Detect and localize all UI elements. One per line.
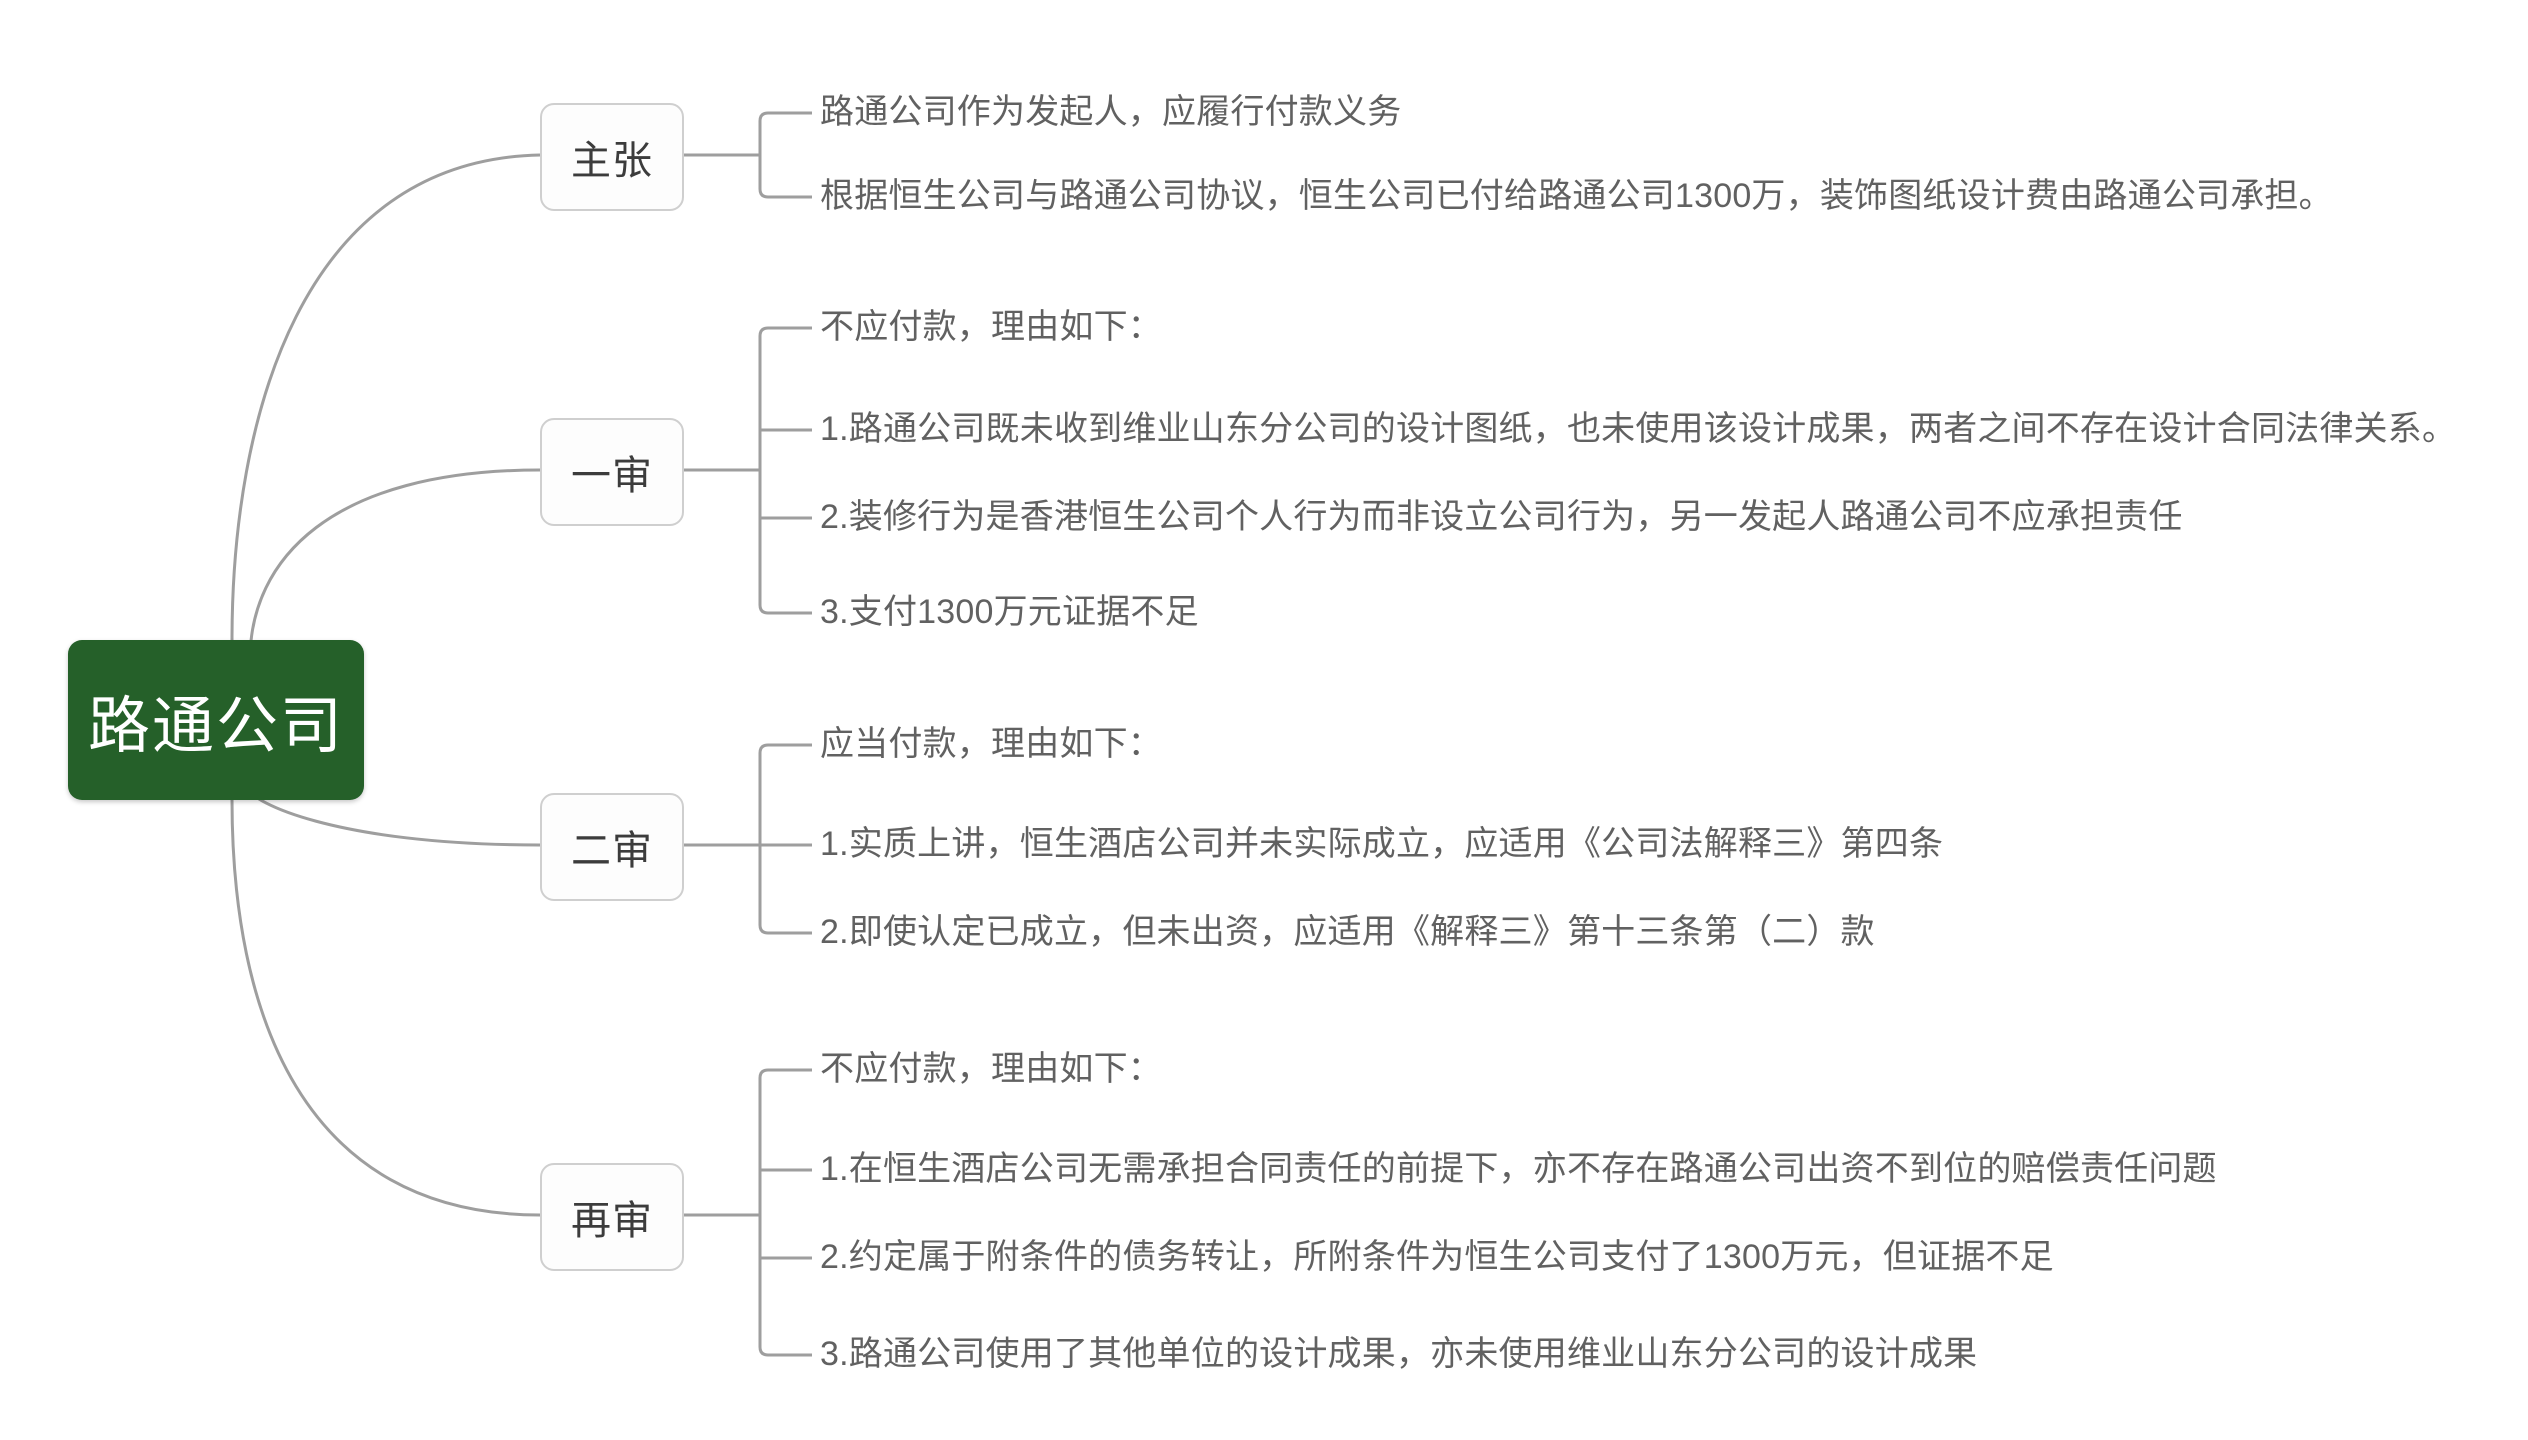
leaf-node-ershen-3[interactable]: 2.即使认定已成立，但未出资，应适用《解释三》第十三条第（二）款 (820, 913, 1875, 951)
leaf-node-zaishen-2[interactable]: 1.在恒生酒店公司无需承担合同责任的前提下，亦不存在路通公司出资不到位的赔偿责任… (820, 1150, 2217, 1188)
leaf-node-zaishen-1[interactable]: 不应付款，理由如下： (820, 1050, 1162, 1088)
leaf-node-yishen-2[interactable]: 1.路通公司既未收到维业山东分公司的设计图纸，也未使用该设计成果，两者之间不存在… (820, 410, 2457, 448)
branch-node-zaishen[interactable]: 再审 (540, 1163, 684, 1271)
edge-root-to-yishen (248, 468, 541, 661)
edge-root-to-zaishen (230, 799, 541, 1217)
leaf-node-zaishen-3[interactable]: 2.约定属于附条件的债务转让，所附条件为恒生公司支付了1300万元，但证据不足 (820, 1238, 2054, 1276)
root-node[interactable]: 路通公司 (68, 640, 364, 800)
branch-node-ershen[interactable]: 二审 (540, 793, 684, 901)
leaf-node-ershen-2[interactable]: 1.实质上讲，恒生酒店公司并未实际成立，应适用《公司法解释三》第四条 (820, 825, 1944, 863)
edge-yishen-spine (758, 326, 769, 615)
edge-zhuzhang-spine (758, 111, 769, 199)
leaf-node-zhuzhang-1[interactable]: 路通公司作为发起人，应履行付款义务 (820, 93, 1402, 131)
leaf-node-zhuzhang-2[interactable]: 根据恒生公司与路通公司协议，恒生公司已付给路通公司1300万，装饰图纸设计费由路… (820, 177, 2333, 215)
leaf-node-ershen-1[interactable]: 应当付款，理由如下： (820, 725, 1162, 763)
edge-root-to-zhuzhang (230, 153, 541, 641)
leaf-node-yishen-1[interactable]: 不应付款，理由如下： (820, 308, 1162, 346)
branch-node-zhuzhang[interactable]: 主张 (540, 103, 684, 211)
branch-node-yishen[interactable]: 一审 (540, 418, 684, 526)
leaf-node-yishen-4[interactable]: 3.支付1300万元证据不足 (820, 593, 1199, 631)
edge-ershen-spine (758, 743, 769, 935)
leaf-node-zaishen-4[interactable]: 3.路通公司使用了其他单位的设计成果，亦未使用维业山东分公司的设计成果 (820, 1335, 1978, 1373)
edge-zaishen-spine (758, 1068, 769, 1357)
leaf-node-yishen-3[interactable]: 2.装修行为是香港恒生公司个人行为而非设立公司行为，另一发起人路通公司不应承担责… (820, 498, 2183, 536)
